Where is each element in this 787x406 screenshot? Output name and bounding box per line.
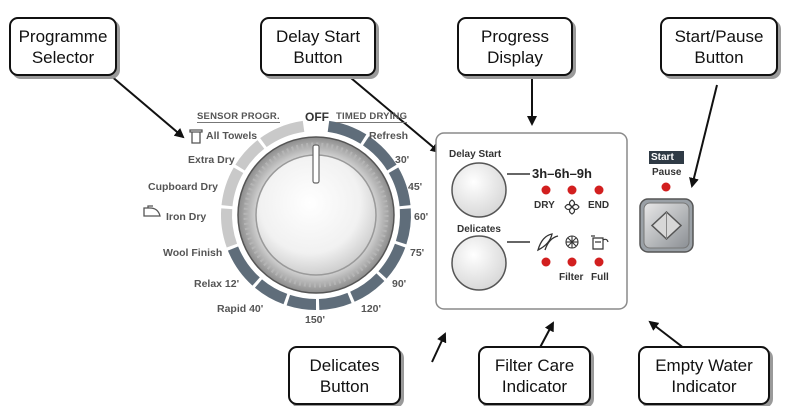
leds xyxy=(541,182,671,267)
program-45: 45' xyxy=(408,181,423,193)
program-rapid-40: Rapid 40' xyxy=(217,303,264,315)
timed-ring-segment xyxy=(286,294,316,310)
timed-ring-segment xyxy=(388,167,411,207)
callout-progress-display: Progress Display xyxy=(457,17,573,76)
filter-label: Filter xyxy=(559,272,584,283)
program-wool-finish: Wool Finish xyxy=(163,247,223,259)
program-120: 120' xyxy=(361,303,382,315)
callout-programme-selector: Programme Selector xyxy=(9,17,117,76)
led-start xyxy=(661,182,671,192)
timed-ring-segment xyxy=(327,120,367,144)
delay-start-label: Delay Start xyxy=(449,149,502,160)
start-tab xyxy=(649,151,684,164)
knob-grip xyxy=(243,142,389,288)
program-cupboard-dry: Cupboard Dry xyxy=(148,181,219,193)
program-90: 90' xyxy=(392,278,407,290)
arrow-programme-selector xyxy=(109,74,185,139)
timed-ring-segment xyxy=(395,208,412,245)
arrow-delicates xyxy=(431,332,447,363)
end-label: END xyxy=(588,200,610,211)
program-30: 30' xyxy=(395,154,410,166)
fan-icon xyxy=(564,199,580,215)
dry-label: DRY xyxy=(534,200,555,211)
program-60: 60' xyxy=(414,211,429,223)
hours-display: 3h–6h–9h xyxy=(532,166,592,181)
timed-ring-segment xyxy=(318,292,352,310)
sensor-ring-segment xyxy=(260,120,305,148)
sensor-ring-segment xyxy=(235,140,265,171)
timed-ring-segment xyxy=(350,273,385,302)
timed-ring-segment xyxy=(378,243,406,279)
program-refresh: Refresh xyxy=(369,130,409,142)
program-extra-dry: Extra Dry xyxy=(188,154,235,166)
led-cool xyxy=(567,185,577,195)
callout-delicates-button: Delicates Button xyxy=(288,346,401,405)
start-label: Start xyxy=(651,152,674,163)
program-150: 150' xyxy=(305,314,326,326)
sensor-ring-segment xyxy=(221,167,244,207)
programme-knob[interactable] xyxy=(237,136,395,294)
sensor-ring-segment xyxy=(254,279,288,305)
timed-ring-segment xyxy=(362,136,397,171)
program-relax-12: Relax 12' xyxy=(194,278,240,290)
feather-icon xyxy=(536,233,559,252)
delay-start-button[interactable] xyxy=(451,162,507,218)
led-end xyxy=(594,185,604,195)
callout-start-pause-button: Start/Pause Button xyxy=(660,17,778,76)
filter-icon xyxy=(565,235,579,249)
delicates-label: Delicates xyxy=(457,224,501,235)
iron-icon xyxy=(143,205,161,217)
knob-pointer xyxy=(312,144,320,184)
sensor-ring-segment xyxy=(220,208,238,248)
program-all-towels: All Towels xyxy=(206,130,258,142)
water-container-icon xyxy=(591,235,609,250)
led-delicates xyxy=(541,257,551,267)
program-iron-dry: Iron Dry xyxy=(166,211,207,223)
full-label: Full xyxy=(591,272,609,283)
arrow-start-pause xyxy=(689,84,718,188)
program-75: 75' xyxy=(410,247,425,259)
sensor-ring-segment xyxy=(227,246,260,286)
led-dry xyxy=(541,185,551,195)
dial-ring-timed xyxy=(286,120,412,310)
led-filter xyxy=(567,257,577,267)
sensor-progr-heading: SENSOR PROGR. xyxy=(197,111,280,123)
towel-icon xyxy=(189,129,203,144)
callout-empty-water-indicator: Empty Water Indicator xyxy=(638,346,770,405)
dial-off-label: OFF xyxy=(305,110,329,124)
timed-drying-heading: TIMED DRYING xyxy=(336,111,408,123)
arrow-delay-start xyxy=(344,72,441,154)
start-diamond-icon xyxy=(650,210,683,241)
pause-label: Pause xyxy=(652,167,682,178)
led-full xyxy=(594,257,604,267)
callout-filter-care-indicator: Filter Care Indicator xyxy=(478,346,591,405)
delicates-button[interactable] xyxy=(451,235,507,291)
dial-ring-sensor xyxy=(220,120,305,305)
callout-delay-start-button: Delay Start Button xyxy=(260,17,376,76)
